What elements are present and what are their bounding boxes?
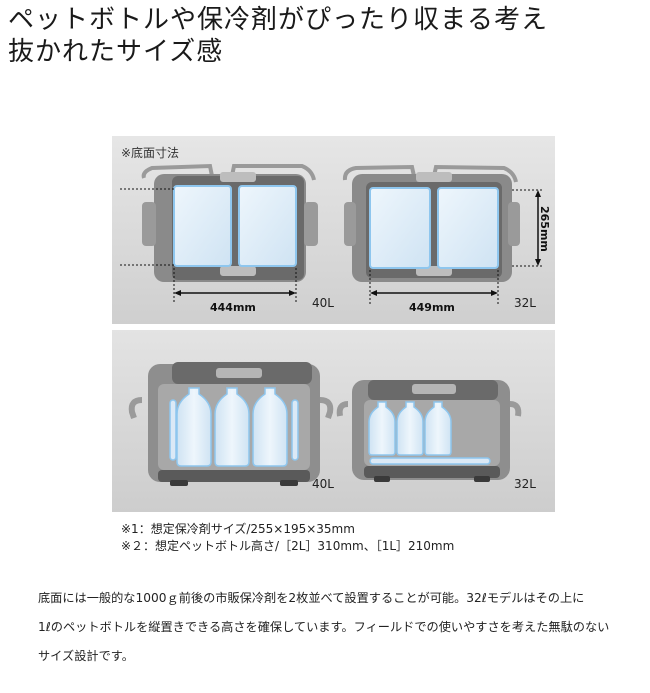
width-dimension-32l: 449mm 32L xyxy=(369,270,536,314)
ice-pack-bottom xyxy=(369,457,491,465)
ice-pack-side xyxy=(169,399,177,461)
bottle-1l xyxy=(424,401,452,456)
bottom-dimension-figure: ※底面寸法 xyxy=(112,136,555,324)
cooler-base xyxy=(158,470,310,482)
description-line: 底面には一般的な1000ｇ前後の市販保冷剤を2枚並べて設置することが可能。32ℓ… xyxy=(38,591,585,605)
side-latch xyxy=(344,202,356,246)
cooler-32l-top-view xyxy=(342,164,520,282)
figure-caption: ※底面寸法 xyxy=(121,145,179,160)
headline-line-1: ペットボトルや保冷剤がぴったり収まる考え xyxy=(8,5,549,35)
width-label-32l: 449mm xyxy=(409,301,455,314)
side-latch xyxy=(508,202,520,246)
side-latch xyxy=(142,202,156,246)
lid-latch xyxy=(216,368,262,378)
capacity-label-32l: 32L xyxy=(514,477,536,491)
height-label: 265mm xyxy=(538,206,551,252)
description: 底面には一般的な1000ｇ前後の市販保冷剤を2枚並べて設置することが可能。32ℓ… xyxy=(38,584,638,671)
lid-clip xyxy=(416,172,452,182)
bottle-1l xyxy=(396,401,424,456)
capacity-label-32l: 32L xyxy=(514,296,536,310)
lid-latch xyxy=(412,384,456,394)
footnote-ice-pack-size: ※1：想定保冷剤サイズ/255×195×35mm xyxy=(121,522,355,536)
bottle-1l xyxy=(368,401,396,456)
bottom-dimension-illustration: ※底面寸法 xyxy=(112,136,555,324)
footnote-bottle-height: ※２：想定ペットボトル高さ/［2L］310mm、［1L］210mm xyxy=(121,539,455,553)
bottle-capacity-illustration: 40L 32L xyxy=(112,330,555,512)
page-headline: ペットボトルや保冷剤がぴったり収まる考え 抜かれたサイズ感 xyxy=(8,4,644,68)
cooler-base xyxy=(364,466,500,478)
capacity-label-40l: 40L xyxy=(312,477,334,491)
ice-pack xyxy=(238,185,297,267)
footnotes: ※1：想定保冷剤サイズ/255×195×35mm ※２：想定ペットボトル高さ/［… xyxy=(121,521,541,555)
headline-line-2: 抜かれたサイズ感 xyxy=(8,37,224,67)
bottle-2l xyxy=(252,387,288,467)
ice-pack-side xyxy=(291,399,299,461)
ice-pack xyxy=(437,187,499,269)
side-latch xyxy=(304,202,318,246)
width-label-40l: 444mm xyxy=(210,301,256,314)
cooler-40l-top-view xyxy=(120,163,318,282)
ice-pack xyxy=(173,185,232,267)
ice-pack xyxy=(369,187,431,269)
cooler-40l-side-view: 40L xyxy=(128,362,334,491)
bottle-2l xyxy=(214,387,250,467)
bottle-capacity-figure: 40L 32L xyxy=(112,330,555,512)
bottle-2l xyxy=(176,387,212,467)
capacity-label-40l: 40L xyxy=(312,296,334,310)
width-dimension-40l: 444mm 40L xyxy=(173,268,334,314)
lid-clip xyxy=(220,172,256,182)
description-line: 1ℓのペットボトルを縦置きできる高さを確保しています。フィールドでの使いやすさを… xyxy=(38,620,610,634)
height-dimension: 265mm xyxy=(512,189,551,267)
lid-clip xyxy=(220,266,256,276)
cooler-32l-side-view: 32L xyxy=(336,380,536,491)
description-line: サイズ設計です。 xyxy=(38,649,134,663)
